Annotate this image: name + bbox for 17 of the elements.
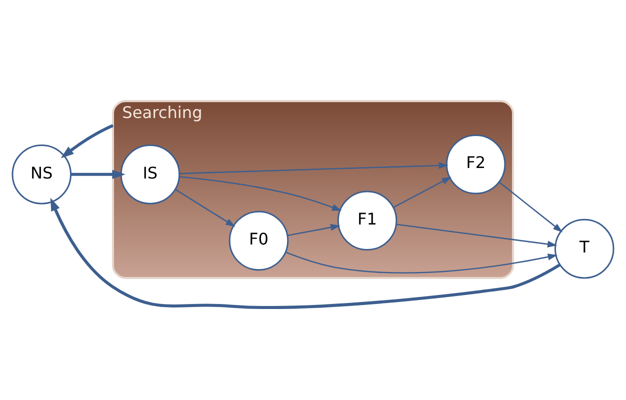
- arrow: [50, 197, 560, 308]
- node-circle: F0: [228, 210, 289, 270]
- node-circle: IS: [120, 144, 180, 204]
- node-circle: NS: [12, 144, 72, 204]
- arrow: [60, 124, 114, 158]
- arrow: [285, 251, 558, 273]
- arrow: [393, 176, 452, 208]
- node-circle: F1: [337, 190, 398, 250]
- arrow: [175, 188, 236, 226]
- arrow: [179, 162, 448, 174]
- node-circle: F2: [446, 134, 506, 194]
- arrow: [179, 176, 342, 210]
- arrow: [396, 223, 558, 247]
- arrow: [70, 169, 126, 179]
- node-circle: T: [554, 218, 614, 278]
- arrow: [287, 224, 340, 236]
- arrow: [498, 181, 563, 232]
